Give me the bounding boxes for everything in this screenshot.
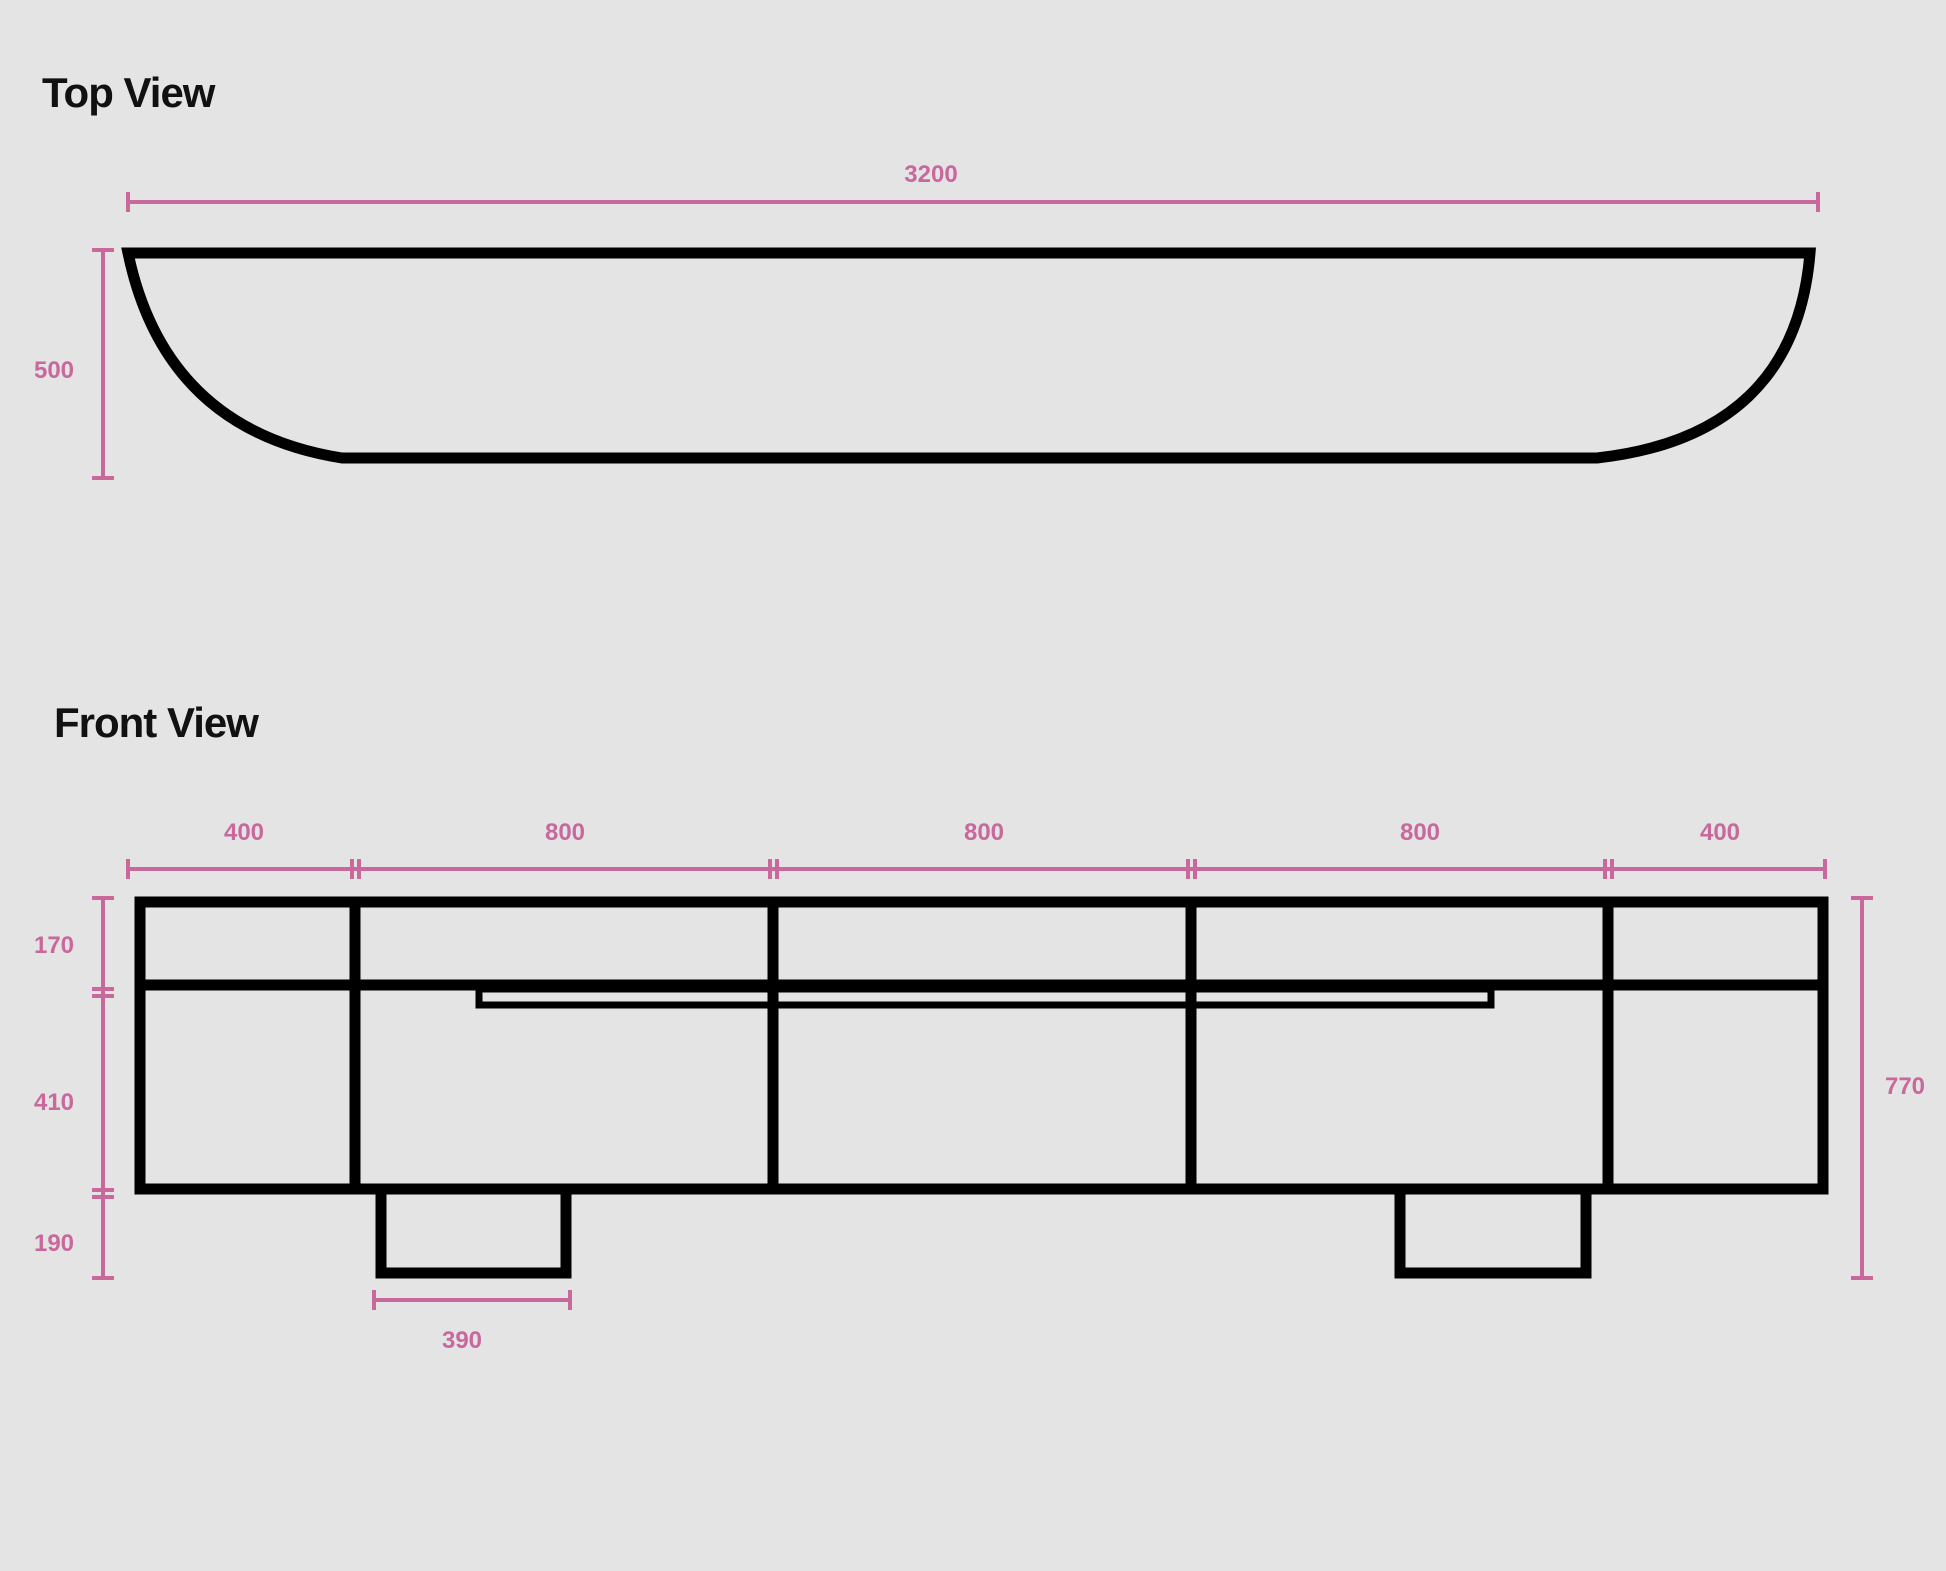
tabletop-outline	[121, 247, 1816, 464]
sideboard-body	[134, 896, 1829, 1195]
segment-label: 400	[224, 819, 264, 846]
segment-label: 800	[1400, 819, 1440, 846]
segment-label: 400	[1700, 819, 1740, 846]
segment-dimensions: 400 800 800 800 400	[126, 819, 1827, 879]
segment-label: 800	[964, 819, 1004, 846]
foot-right	[1394, 1189, 1592, 1279]
top-view: Top View 3200 500	[34, 69, 1820, 480]
left-dim-label: 190	[34, 1230, 74, 1257]
foot-dim-label: 390	[442, 1327, 482, 1354]
top-view-depth-dimension: 500	[34, 248, 114, 480]
depth-dim-label: 500	[34, 357, 74, 384]
width-dim-label: 3200	[904, 161, 957, 188]
foot-left	[375, 1189, 572, 1279]
top-view-width-dimension: 3200	[126, 161, 1820, 212]
front-view-title: Front View	[54, 699, 259, 746]
segment-label: 800	[545, 819, 585, 846]
left-dim-label: 170	[34, 932, 74, 959]
foot-width-dimension: 390	[372, 1290, 572, 1354]
top-view-title: Top View	[42, 69, 216, 116]
front-view: Front View 400 800 800 800 400	[34, 699, 1925, 1354]
left-height-dimensions: 170 410 190	[34, 896, 114, 1280]
total-height-label: 770	[1885, 1073, 1925, 1100]
total-height-dimension: 770	[1851, 896, 1925, 1280]
drawer-handle	[475, 985, 1495, 1009]
left-dim-label: 410	[34, 1089, 74, 1116]
body-outline	[134, 896, 1829, 1195]
